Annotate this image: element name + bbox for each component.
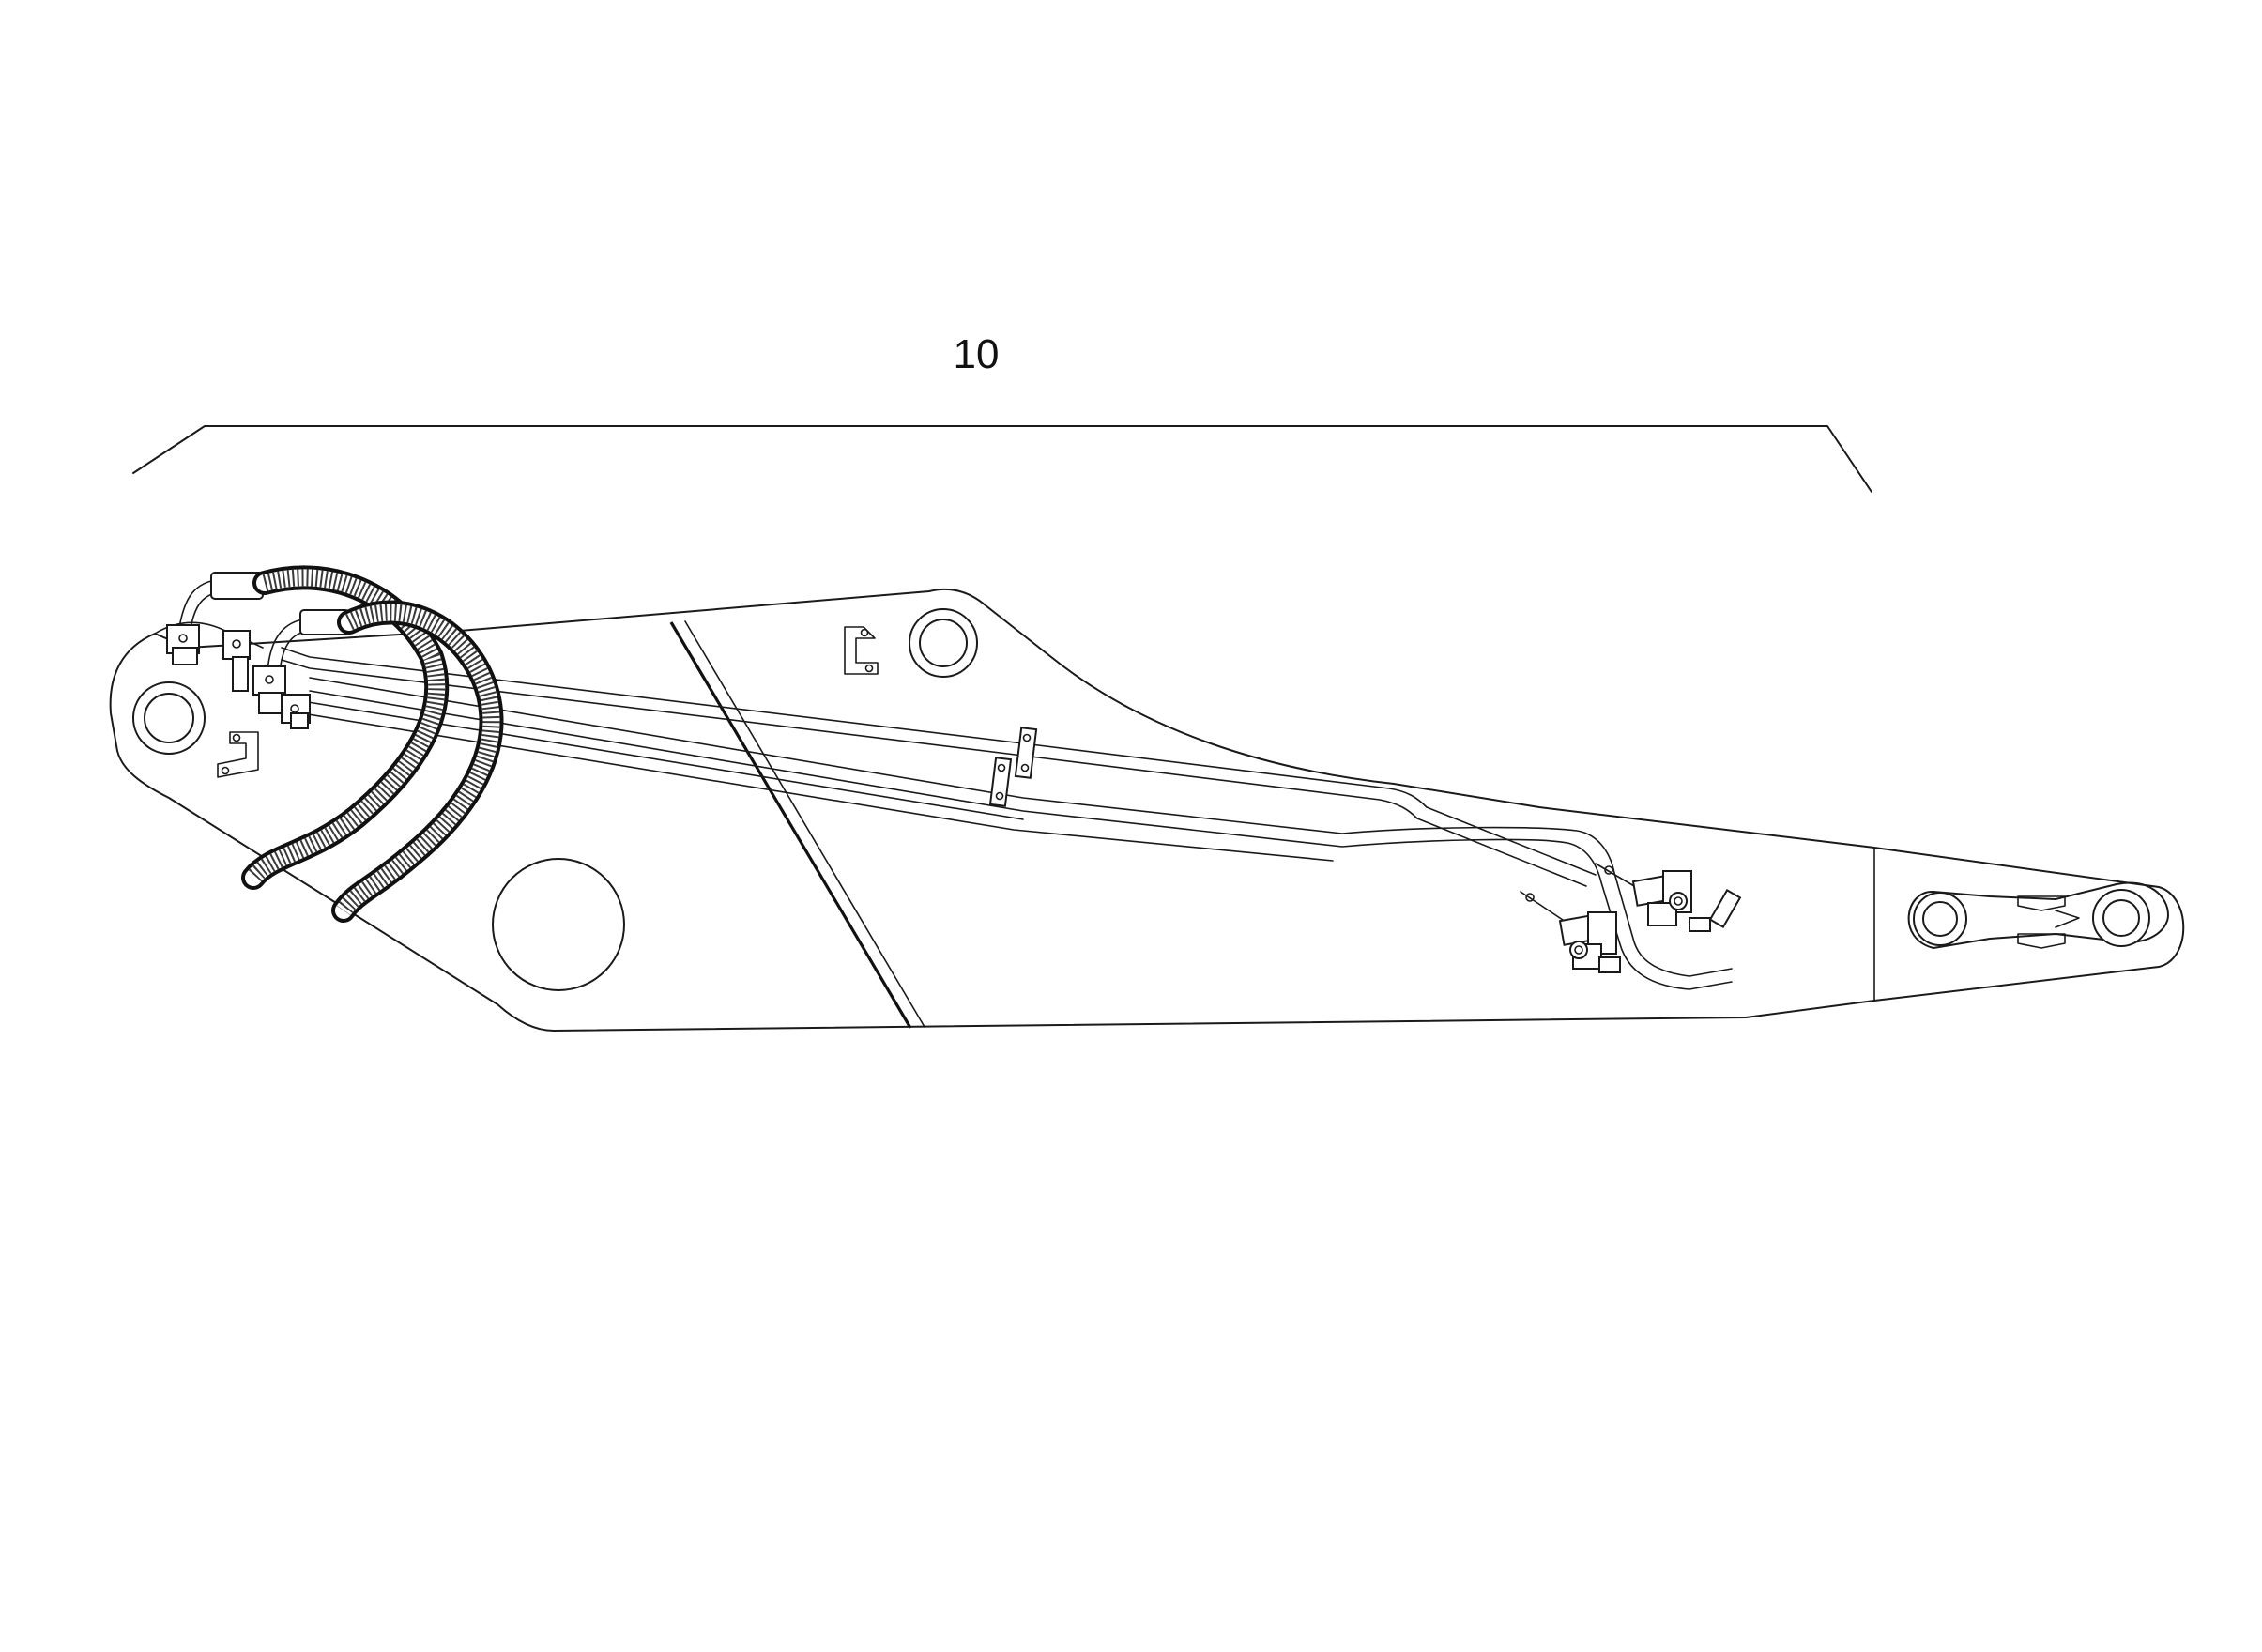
root-fittings [166, 572, 369, 729]
tip-valves [1520, 863, 1742, 973]
reference-numeral-label: 10 [954, 331, 1000, 377]
valve-fitting-icon [1558, 911, 1621, 973]
clevis-slot [2017, 933, 2066, 949]
valve-bracket [1708, 889, 1742, 928]
pins [132, 608, 978, 991]
bracket-icon [132, 425, 1872, 493]
hydraulic-hose-icon [331, 600, 504, 923]
bracket-icon [844, 626, 879, 675]
pin-bore [1922, 901, 1958, 937]
weld-seam-line [669, 621, 912, 1029]
tube-clamps [988, 727, 1038, 807]
pin-bore [2102, 899, 2140, 937]
tube-clamp-icon [988, 757, 1013, 807]
fitting-nut [1525, 893, 1535, 902]
valve-fitting-icon [252, 665, 311, 729]
link-plate [1907, 881, 2169, 949]
mount-brackets [217, 626, 879, 778]
valve-fitting-icon [166, 624, 251, 692]
pivot-pin-icon [132, 681, 206, 755]
clevis-slot [2017, 895, 2066, 911]
bracket-icon [217, 731, 259, 778]
clevis-tongue [2055, 910, 2080, 928]
hydraulic-hose-icon [241, 565, 450, 890]
tube-clamp-icon [1014, 727, 1038, 779]
fitting-nut [1604, 865, 1613, 875]
lightening-hole-icon [492, 858, 625, 991]
linkage-end-icon [1907, 881, 2169, 949]
reference-group: 10 [132, 331, 1872, 493]
boom-arm [109, 588, 2185, 1032]
boom-outline [109, 588, 2185, 1032]
plate-seam-line [684, 620, 925, 1028]
pivot-pin-icon [909, 608, 978, 678]
valve-fitting-icon [1631, 870, 1711, 932]
